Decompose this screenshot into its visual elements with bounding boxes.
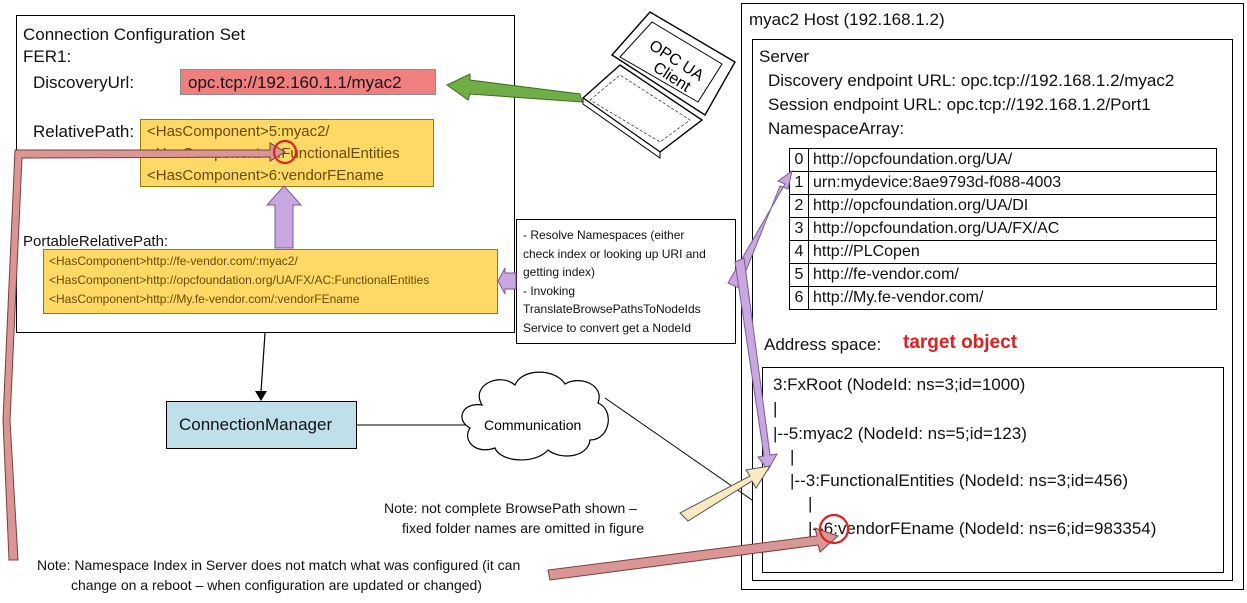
target-object-label: target object — [903, 332, 1018, 353]
cloud-to-server-line — [604, 397, 753, 501]
portable-path-box: <HasComponent>http://fe-vendor.com/:myac… — [43, 249, 498, 314]
namespace-array-label: NamespaceArray: — [768, 119, 905, 138]
namespace-uri: http://My.fe-vendor.com/ — [808, 286, 1217, 310]
host-title: myac2 Host (192.168.1.2) — [749, 10, 945, 29]
namespace-mismatch-arrow — [2, 142, 286, 561]
discovery-url-label: DiscoveryUrl: — [33, 73, 135, 92]
fer-label: FER1: — [23, 47, 72, 66]
namespace-uri: http://opcfoundation.org/UA/ — [808, 148, 1217, 172]
session-endpoint: Session endpoint URL: opc.tcp://192.168.… — [768, 95, 1151, 114]
tree-line: |--5:myac2 (NodeId: ns=5;id=123) — [773, 424, 1027, 443]
portable-path-line: <HasComponent>http://opcfoundation.org/U… — [49, 273, 430, 287]
address-space-box — [762, 367, 1224, 573]
tree-line: |--3:FunctionalEntities (NodeId: ns=3;id… — [790, 471, 1128, 490]
portable-path-label: PortableRelativePath: — [23, 233, 169, 250]
communication-label: Communication — [484, 417, 581, 433]
relative-index-circle — [272, 139, 298, 165]
discovery-url-text: opc.tcp://192.160.1.1/myac2 — [188, 73, 402, 92]
browse-note-line: fixed folder names are omitted in figure — [402, 520, 645, 536]
relative-path-label: RelativePath: — [33, 122, 135, 141]
client-to-config-arrow — [446, 73, 583, 103]
resolve-to-tree-arrow — [734, 257, 778, 471]
namespace-note-line: Note: Namespace Index in Server does not… — [37, 557, 521, 573]
laptop-icon: OPC UA Client — [581, 11, 736, 159]
namespace-note-line: change on a reboot – when configuration … — [71, 577, 482, 593]
tree-line: | — [808, 494, 813, 513]
browse-note-line: Note: not complete BrowsePath shown – — [384, 500, 637, 516]
resolve-note-box: - Resolve Namespaces (either check index… — [516, 219, 736, 344]
namespace-uri: http://opcfoundation.org/UA/FX/AC — [808, 217, 1217, 241]
resolve-note-line: - Invoking — [523, 284, 576, 298]
namespace-uri: http://opcfoundation.org/UA/DI — [808, 194, 1217, 218]
connection-manager-label: ConnectionManager — [179, 415, 333, 434]
tree-line: |--6:vendorFEname (NodeId: ns=6;id=98335… — [808, 519, 1157, 538]
tree-index-circle — [818, 513, 850, 545]
resolve-to-portable-arrow — [497, 267, 517, 295]
communication-cloud — [461, 371, 609, 461]
namespace-uri: http://PLCopen — [808, 240, 1217, 264]
config-to-manager-arrowhead — [255, 391, 267, 401]
namespace-index: 6 — [789, 286, 809, 310]
config-to-manager-line — [260, 332, 266, 393]
portable-path-line: <HasComponent>http://My.fe-vendor.com/:v… — [49, 292, 360, 306]
connection-manager-box: ConnectionManager — [166, 401, 357, 449]
resolve-note-line: Service to convert get a NodeId — [523, 321, 692, 335]
config-title: Connection Configuration Set — [23, 25, 246, 44]
browse-note-arrow — [679, 465, 772, 522]
namespace-note-arrow — [547, 527, 839, 581]
resolve-note-line: check index or looking up URI and — [523, 247, 706, 261]
tree-line: | — [790, 447, 795, 466]
tree-line: 3:FxRoot (NodeId: ns=3;id=1000) — [773, 375, 1026, 394]
address-space-label: Address space: — [764, 335, 882, 354]
resolve-note-line: getting index) — [523, 265, 596, 279]
server-label: Server — [759, 47, 810, 66]
relative-path-line: <HasComponent>6:vendorFEname — [147, 167, 384, 184]
discovery-url-value: opc.tcp://192.160.1.1/myac2 — [180, 69, 436, 95]
portable-path-line: <HasComponent>http://fe-vendor.com/:myac… — [49, 254, 298, 268]
tree-line: | — [773, 399, 778, 418]
portable-to-relative-arrow — [265, 185, 303, 249]
resolve-note-line: - Resolve Namespaces (either — [523, 228, 685, 242]
resolve-note-line: TranslateBrowsePathsToNodeIds — [523, 302, 701, 316]
discovery-endpoint: Discovery endpoint URL: opc.tcp://192.16… — [768, 71, 1175, 90]
namespace-uri: urn:mydevice:8ae9793d-f088-4003 — [808, 171, 1217, 195]
relative-path-line: <HasComponent>5:myac2/ — [147, 123, 330, 140]
